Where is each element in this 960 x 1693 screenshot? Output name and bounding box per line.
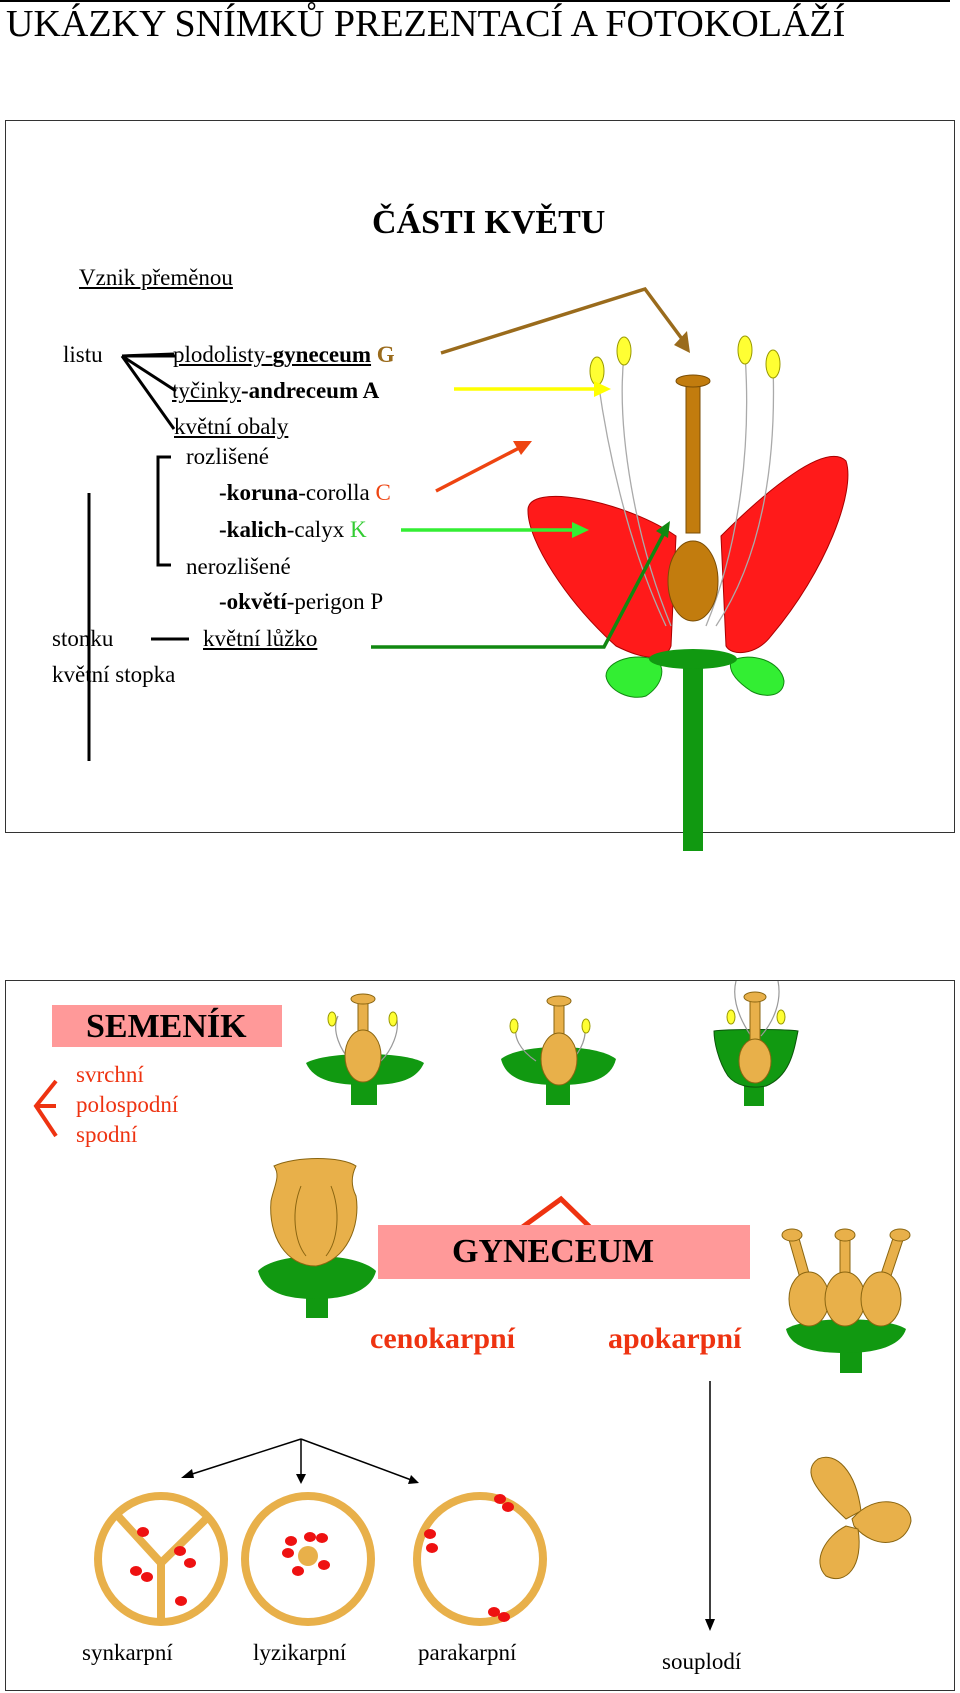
type-lyzikarpni: lyzikarpní [253, 1640, 347, 1665]
apokarpni-label: apokarpní [608, 1322, 742, 1355]
type-synkarpni: synkarpní [82, 1640, 173, 1665]
corolla-arrowhead [513, 441, 532, 455]
origin-label: Vznik přeměnou [79, 265, 233, 290]
left-petal [527, 495, 677, 658]
andreceum-arrowhead [594, 381, 611, 397]
gyneceum-box [378, 1225, 750, 1279]
kvetni-luzko-label: květní lůžko [203, 626, 318, 651]
perigon-text: -perigon P [286, 589, 384, 614]
tree-branch [120, 355, 176, 430]
plodolisty-row: plodolisty-gyneceum G [173, 341, 395, 369]
receptacle-arrowhead [656, 521, 670, 538]
souplodi-fruit [810, 1456, 912, 1580]
page-title: UKÁZKY SNÍMKŮ PREZENTACÍ A FOTOKOLÁŽÍ [6, 3, 846, 45]
anther [726, 1009, 736, 1025]
stonku-label: stonku [52, 626, 114, 651]
slide1-title: ČÁSTI KVĚTU [372, 204, 606, 241]
stem [683, 661, 703, 851]
receptacle [649, 649, 737, 669]
corolla-arrow [435, 445, 522, 493]
gyneceum-arrowhead [674, 331, 690, 353]
left-sepal [605, 656, 663, 698]
right-sepal [729, 656, 785, 696]
stigma [675, 374, 711, 388]
tree-branch [121, 354, 177, 393]
souplodi-label: souplodí [662, 1649, 742, 1674]
anther [589, 356, 605, 386]
ovary-parakarpni [413, 1492, 547, 1626]
filament [705, 353, 748, 627]
flower-superior-ovary [306, 993, 424, 1105]
semenik-item-spodni: spodní [76, 1122, 138, 1147]
anther [616, 336, 632, 366]
filament [715, 365, 775, 627]
kvetni-obaly-label: květní obaly [174, 414, 289, 439]
ovary-lyzikarpni [241, 1492, 375, 1626]
flower-half-inferior-ovary [501, 995, 616, 1105]
anther [765, 349, 781, 379]
filament [596, 372, 667, 627]
tycinky-row: tyčinky-andreceum A [172, 377, 379, 405]
type-arrow-tree [185, 1438, 302, 1477]
nerozlisene-label: nerozlišené [186, 554, 291, 579]
anther [737, 335, 753, 365]
gyneceum-text: gyneceum [272, 342, 372, 367]
cenokarpni-label: cenokarpní [370, 1322, 516, 1355]
semenik-pointer [33, 1079, 58, 1138]
slide-gyneceum: SEMENÍK svrchní polospodní spodní GYNECE… [5, 980, 955, 1691]
okveti-text: -okvětí [219, 589, 287, 614]
kalich-text: -kalich [219, 517, 287, 542]
gyneceum-title: GYNECEUM [452, 1233, 655, 1270]
flower-apokarpni [781, 1228, 911, 1373]
type-parakarpni: parakarpní [418, 1640, 517, 1665]
ovary-synkarpni [94, 1492, 228, 1626]
andreceum-text: -andreceum A [241, 378, 380, 403]
koruna-text: -koruna [219, 480, 299, 505]
calyx-arrowhead [572, 522, 589, 538]
title-underline [0, 0, 950, 2]
koruna-row: -koruna-corolla C [219, 479, 391, 507]
okveti-row: -okvětí-perigon P [219, 588, 383, 616]
anther [776, 1009, 786, 1025]
flower-inferior-ovary [713, 980, 799, 1106]
listu-label: listu [63, 342, 103, 367]
filament [621, 354, 672, 627]
semenik-title: SEMENÍK [86, 1008, 247, 1045]
kalich-row: -kalich-calyx K [219, 516, 367, 544]
calyx-text: -calyx [286, 517, 345, 542]
gyneceum-arrow [440, 286, 687, 355]
tree-branch [121, 352, 175, 358]
flower-diagram [87, 286, 849, 851]
ovary [667, 540, 719, 622]
calyx-letter: K [349, 517, 367, 542]
semenik-item-svrchni: svrchní [76, 1062, 144, 1087]
corolla-letter: C [375, 480, 391, 505]
tycinky-text: tyčinky [172, 378, 241, 403]
plodolisty-text: plodolisty- [173, 342, 273, 367]
corolla-text: -corolla [298, 480, 370, 505]
semenik-item-polospodni: polospodní [76, 1092, 179, 1117]
kvetni-stopka-label: květní stopka [52, 662, 176, 687]
right-petal [720, 455, 849, 654]
style [685, 382, 701, 534]
gyneceum-diagram [33, 980, 912, 1631]
gyneceum-letter: G [376, 342, 395, 367]
flower-cenokarpni [258, 1158, 376, 1318]
receptacle-arrow [371, 532, 666, 649]
rozlisene-label: rozlišené [186, 444, 270, 469]
slide-parts-of-flower: ČÁSTI KVĚTU Vznik přeměnou listu plodoli… [5, 120, 955, 851]
bracket [156, 455, 171, 567]
semenik-box [52, 1005, 282, 1047]
